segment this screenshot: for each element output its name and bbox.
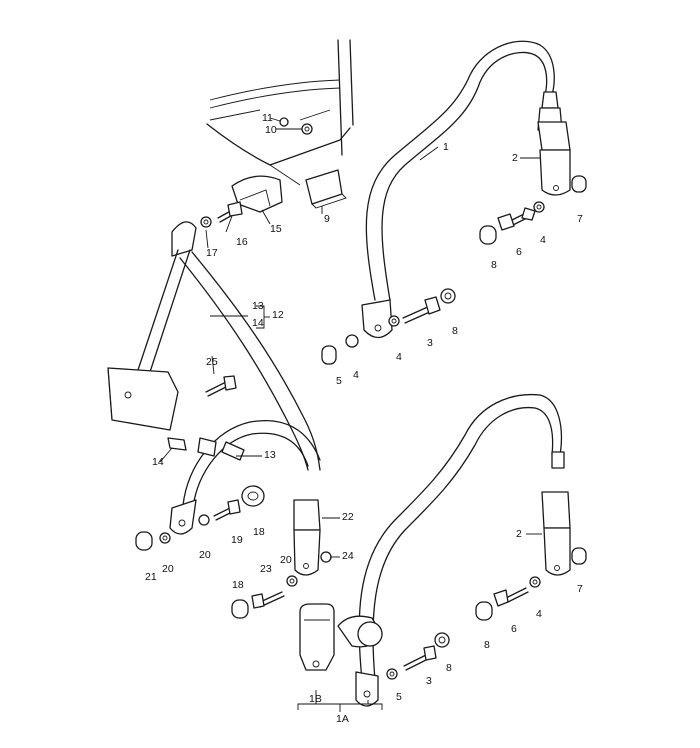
callout-c6b: 6 [511, 623, 517, 635]
callout-c25: 25 [206, 356, 218, 368]
callout-c22: 22 [342, 511, 354, 523]
callout-c2b: 2 [516, 528, 522, 540]
callout-c11: 11 [262, 112, 273, 124]
callout-c13b: 13 [264, 449, 276, 461]
callout-c1: 1 [443, 141, 449, 153]
callout-c4b: 4 [396, 351, 402, 363]
buckle-22 [286, 499, 332, 587]
hardware-23 [231, 591, 285, 619]
callout-c21: 21 [145, 571, 157, 583]
belt-lower-right [337, 393, 565, 707]
callout-c20c: 20 [162, 563, 174, 575]
leader-lines [159, 117, 542, 558]
callout-c4a: 4 [540, 234, 546, 246]
belt-lower-left [167, 420, 321, 535]
belt-left-assembly [107, 221, 321, 471]
callout-c2a: 2 [512, 152, 518, 164]
callout-c1B: 1B [309, 693, 322, 705]
hardware-lower-right [386, 547, 587, 680]
callout-c9: 9 [324, 213, 330, 225]
plate-1B [299, 603, 335, 671]
callout-c8d: 8 [446, 662, 452, 674]
belt-upper-right [361, 40, 563, 339]
callout-c13a: 13 [252, 300, 264, 312]
hardware-lower-left [135, 485, 265, 551]
callout-c4d: 4 [536, 608, 542, 620]
callout-c12: 12 [272, 309, 284, 321]
callout-c20b: 20 [199, 549, 211, 561]
callout-c4c: 4 [353, 369, 359, 381]
callout-c14b: 14 [152, 456, 164, 468]
callout-c7a: 7 [577, 213, 583, 225]
callout-c16: 16 [236, 236, 248, 248]
callout-c17: 17 [206, 247, 218, 259]
callout-c23: 23 [260, 563, 272, 575]
callout-c18a: 18 [253, 526, 265, 538]
callout-c8c: 8 [484, 639, 490, 651]
callout-c3b: 3 [426, 675, 432, 687]
callout-c1A: 1A [336, 713, 349, 725]
callout-c3a: 3 [427, 337, 433, 349]
buckle-lower [541, 491, 571, 576]
bracket-1A-1B [297, 690, 383, 712]
buckle-upper [537, 121, 571, 196]
callout-c6a: 6 [516, 246, 522, 258]
callout-c19: 19 [231, 534, 243, 546]
hardware-mid [321, 288, 456, 365]
callout-c8b: 8 [452, 325, 458, 337]
callout-c20a: 20 [280, 554, 292, 566]
callout-c5a: 5 [336, 375, 342, 387]
vehicle-body-outline [206, 39, 354, 186]
callout-c10: 10 [265, 124, 277, 136]
hardware-upper-right [479, 175, 587, 245]
small-parts-top [200, 117, 347, 228]
callout-c18b: 18 [232, 579, 244, 591]
callout-c24: 24 [342, 550, 354, 562]
callout-c5b: 5 [396, 691, 402, 703]
callout-c15: 15 [270, 223, 282, 235]
callout-c7b: 7 [577, 583, 583, 595]
callout-c14a: 14 [252, 317, 264, 329]
callout-c8a: 8 [491, 259, 497, 271]
